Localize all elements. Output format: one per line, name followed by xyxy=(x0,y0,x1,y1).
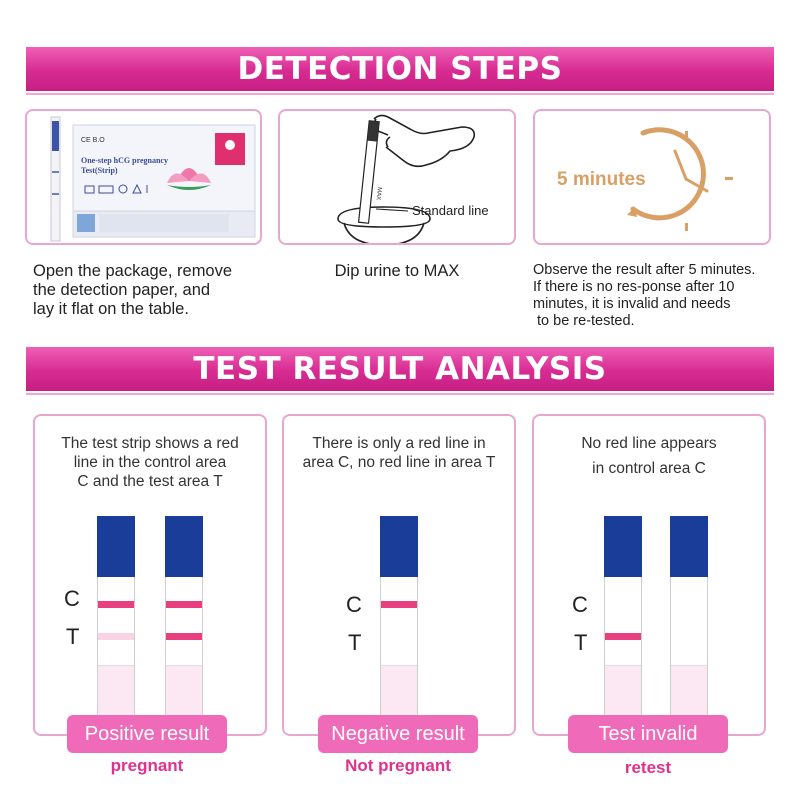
control-line xyxy=(98,601,134,608)
test-strip-negative xyxy=(380,516,418,716)
positive-description: The test strip shows a red line in the c… xyxy=(61,435,239,490)
step-2-image: MAX Standard line xyxy=(278,109,516,245)
test-strip-invalid-blank xyxy=(670,516,708,716)
retest-label: retest xyxy=(624,758,672,777)
control-label: C xyxy=(64,586,80,611)
package-mark: CE B.O xyxy=(81,137,105,144)
test-line xyxy=(166,633,202,640)
clock-illustration: 5 minutes xyxy=(557,127,733,231)
control-line xyxy=(166,601,202,608)
test-strip-invalid-t-only xyxy=(604,516,642,716)
test-line-faint xyxy=(98,633,134,640)
test-package-illustration: CE B.O One-step hCG pregnancy Test(Strip… xyxy=(50,116,256,242)
lotus-logo xyxy=(167,168,211,190)
test-label: T xyxy=(348,630,362,655)
test-result-analysis-banner: TEST RESULT ANALYSIS xyxy=(26,347,774,395)
negative-result-label: Negative result xyxy=(318,715,478,753)
test-invalid-label: Test invalid xyxy=(568,715,728,753)
test-strip-faint-positive xyxy=(97,516,135,716)
five-minutes-label: 5 minutes xyxy=(557,169,646,190)
test-label: T xyxy=(574,630,588,655)
invalid-result-card: No red line appears in control area C C … xyxy=(532,414,766,736)
not-pregnant-label: Not pregnant xyxy=(345,756,451,775)
positive-result-label: Positive result xyxy=(67,715,227,753)
positive-result-card: The test strip shows a red line in the c… xyxy=(33,414,267,736)
step-1-image: CE B.O One-step hCG pregnancy Test(Strip… xyxy=(25,109,262,245)
clock-hour-hand xyxy=(684,177,709,193)
step-3-image: 5 minutes xyxy=(533,109,771,245)
package-strip xyxy=(50,116,61,242)
standard-line-label: Standard line xyxy=(412,203,489,218)
control-line xyxy=(381,601,417,608)
dip-strip xyxy=(357,120,380,224)
package-subtitle: Test(Strip) xyxy=(81,166,118,175)
test-strip-positive xyxy=(165,516,203,716)
clock-arc xyxy=(630,127,706,221)
max-mark: MAX xyxy=(375,187,382,201)
step-1-caption: Open the package, remove the detection p… xyxy=(33,262,233,318)
control-label: C xyxy=(346,592,362,617)
detection-steps-banner: DETECTION STEPS xyxy=(26,47,774,95)
invalid-description: No red line appears in control area C xyxy=(581,435,717,477)
package-title: One-step hCG pregnancy xyxy=(81,156,168,165)
negative-result-card: There is only a red line in area C, no r… xyxy=(282,414,516,736)
negative-description: There is only a red line in area C, no r… xyxy=(302,435,496,471)
dip-urine-illustration: MAX Standard line xyxy=(337,114,489,243)
clock-minute-hand xyxy=(673,149,688,181)
pregnant-label: pregnant xyxy=(110,756,184,775)
test-label: T xyxy=(66,624,80,649)
control-label: C xyxy=(572,592,588,617)
step-3-caption: Observe the result after 5 minutes. If t… xyxy=(533,262,756,329)
step-2-caption: Dip urine to MAX xyxy=(334,262,460,280)
test-line xyxy=(605,633,641,640)
